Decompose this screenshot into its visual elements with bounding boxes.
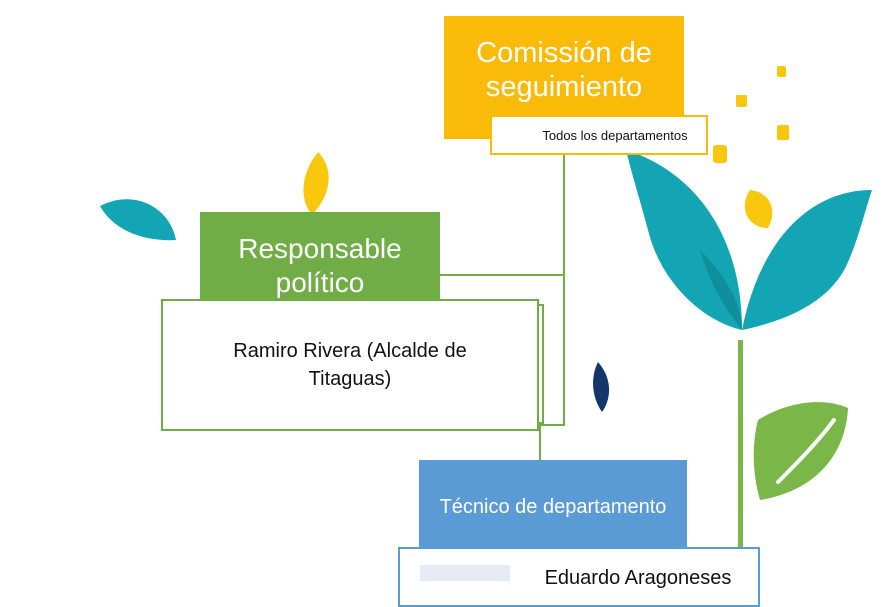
green-leaf-vein <box>776 418 836 484</box>
yellow-dot-4 <box>713 145 727 163</box>
yellow-leaf-right <box>744 190 773 228</box>
political-detail-text: Ramiro Rivera (Alcalde de Titaguas) <box>233 340 467 390</box>
yellow-dot-3 <box>777 125 789 140</box>
green-leaf <box>753 402 848 500</box>
connector-horizontal-political <box>440 274 565 276</box>
yellow-leaf-left <box>303 152 329 215</box>
decorative-leaves <box>100 66 872 593</box>
political-node-detail: Ramiro Rivera (Alcalde de Titaguas) <box>161 299 539 431</box>
tulip-stem <box>738 340 743 593</box>
connector-vertical-technical <box>539 424 541 460</box>
commission-node-detail: Todos los departamentos <box>490 115 708 155</box>
navy-leaf <box>593 362 610 412</box>
connector-vertical-commission <box>563 155 565 425</box>
technical-detail-text: Eduardo Aragoneses <box>544 567 732 589</box>
political-title-text: Responsable político <box>238 233 402 298</box>
tulip-right-petal <box>742 190 872 330</box>
tulip-left-petal <box>626 150 742 330</box>
connector-horizontal-bottom <box>539 424 565 426</box>
technical-detail-shade <box>420 565 510 581</box>
yellow-dot-2 <box>736 95 747 107</box>
commission-title-text: Comissión de seguimiento <box>476 36 652 103</box>
tulip-center-petal <box>700 250 742 330</box>
teal-leaf-left <box>100 199 176 241</box>
yellow-dot-1 <box>777 66 786 77</box>
technical-title-text: Técnico de departamento <box>439 496 667 518</box>
commission-detail-text: Todos los departamentos <box>542 127 688 143</box>
